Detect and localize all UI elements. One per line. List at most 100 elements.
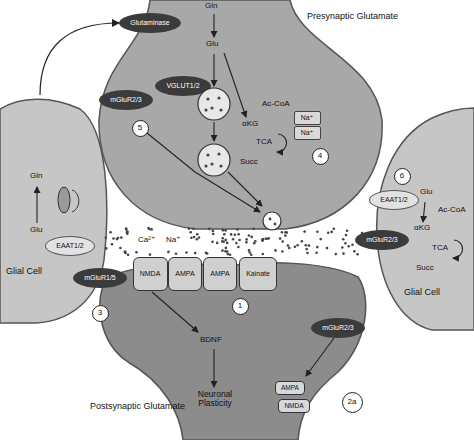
chemical-label: Ac-CoA — [438, 206, 466, 215]
chemical-label: Succ — [416, 264, 434, 273]
glutamate-dot — [245, 238, 248, 241]
glutamate-dot — [221, 249, 224, 252]
cell-title: Glial Cell — [6, 267, 36, 277]
glutamate-dot — [330, 231, 333, 234]
node-text: AMPA — [175, 270, 194, 278]
cell-title: Glial Cell — [404, 288, 434, 298]
receptor-oval: mGluR2/3 — [311, 318, 365, 338]
glutamate-dot — [284, 234, 287, 237]
glutamate-dot — [286, 231, 289, 234]
glutamate-dot — [306, 252, 309, 255]
glutamate-dot — [211, 241, 214, 244]
glutamate-dot — [294, 246, 297, 249]
node-text: EAAT1/2 — [380, 196, 408, 204]
glutamate-dot — [226, 242, 229, 245]
glutamate-dot — [124, 250, 127, 253]
glutamate-dot — [262, 238, 265, 241]
glutamate-dot — [362, 241, 365, 244]
glial-cell: Glial Cell6EAAT1/2mGluR2/3 — [372, 108, 474, 330]
glutamate-dot — [261, 239, 264, 242]
glutamate-dot — [333, 228, 336, 231]
chemical-label: Glu — [420, 188, 432, 197]
glutamate-dot — [126, 231, 129, 234]
internalized-receptor: NMDA — [278, 399, 310, 413]
chemical-label: Ac-CoA — [262, 100, 290, 109]
glutamate-dot — [344, 242, 347, 245]
glutamate-dot — [196, 238, 199, 241]
node-text: 1 — [238, 302, 242, 311]
glutamate-dot — [127, 253, 130, 256]
glutamate-dot — [253, 242, 256, 245]
glutamate-dot — [222, 240, 225, 243]
presynaptic-terminal: Presynaptic GlutamateGlutaminaseVGLUT1/2… — [95, 0, 385, 232]
glutamate-dot — [237, 233, 240, 236]
callout-number: 2a — [342, 392, 363, 413]
glutamate-dot — [227, 253, 230, 256]
receptor-box: AMPA — [168, 257, 202, 291]
glutamate-dot — [221, 240, 224, 243]
channel-box: Na⁺ — [294, 111, 321, 125]
node-text: mGluR1/5 — [84, 274, 116, 282]
glutamate-dot — [194, 252, 197, 255]
chemical-label: Glu — [30, 226, 42, 235]
vesicle-contents — [204, 96, 276, 225]
node-text: Na⁺ — [301, 129, 314, 137]
node-text: EAAT1/2 — [56, 242, 84, 250]
receptor-box: AMPA — [203, 257, 237, 291]
glutamate-dot — [205, 252, 208, 255]
glutamate-dot — [279, 237, 282, 240]
glutamate-dot — [281, 240, 284, 243]
cell-title: Postsynaptic Glutamate — [90, 402, 150, 412]
glial-cell-outline — [0, 95, 112, 325]
glutamate-dot — [266, 238, 269, 241]
glutamate-dot — [316, 246, 319, 249]
glutamate-dot — [175, 253, 178, 256]
node-text: mGluR2/3 — [110, 96, 142, 104]
glutamate-dots — [105, 227, 368, 256]
node-text: 5 — [138, 124, 142, 133]
node-text: 4 — [318, 152, 322, 161]
glutamate-dot — [226, 250, 229, 253]
node-text: Kainate — [246, 270, 270, 278]
receptor-oval: mGluR2/3 — [99, 90, 153, 110]
glutamate-dot — [117, 237, 120, 240]
chemical-label: Succ — [240, 158, 258, 167]
glutamate-dot — [301, 240, 304, 243]
glutamate-dot — [112, 237, 115, 240]
glutamate-dot — [365, 242, 368, 245]
glutamate-dot — [305, 244, 308, 247]
chemical-label: Glu — [206, 40, 218, 49]
glutamate-dot — [126, 232, 129, 235]
glutamate-dot — [252, 227, 255, 230]
presynaptic-terminal-shape — [99, 0, 382, 229]
glutamate-dot — [229, 253, 232, 256]
glutamate-dot — [303, 230, 306, 233]
glutamate-dot — [109, 231, 112, 234]
glutamate-dot — [222, 229, 225, 232]
chemical-label: Gln — [30, 172, 42, 181]
glutamate-dot — [124, 251, 127, 254]
glutamate-dot — [135, 251, 138, 254]
glutamate-dot — [236, 228, 239, 231]
node-text: AMPA — [210, 270, 229, 278]
glutamate-dot — [147, 227, 150, 230]
glutamate-dot — [238, 239, 241, 242]
glutamate-dot — [261, 239, 264, 242]
glutamate-dot — [248, 249, 251, 252]
glutamate-dot — [230, 233, 233, 236]
glutamate-dot — [284, 231, 287, 234]
callout-number: 3 — [92, 305, 109, 322]
glutamate-dot — [326, 247, 329, 250]
glutamate-dot — [116, 238, 119, 241]
glutamate-dot — [126, 231, 129, 234]
glutamate-dot — [212, 230, 215, 233]
chemical-label: Ca²⁺ — [138, 236, 155, 245]
glutamate-dot — [305, 248, 308, 251]
glutamate-dot — [149, 253, 152, 256]
channel-box: Na⁺ — [294, 126, 321, 140]
glutamate-dot — [281, 231, 284, 234]
glutamate-dot — [125, 229, 128, 232]
glutamate-dot — [237, 246, 240, 249]
